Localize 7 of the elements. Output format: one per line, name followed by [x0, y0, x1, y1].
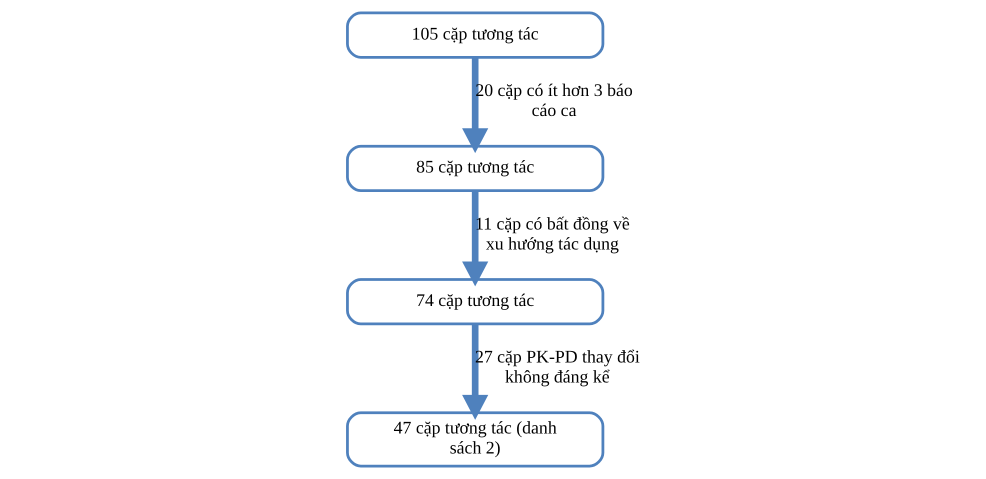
arrow: [462, 58, 488, 154]
arrow: [462, 190, 488, 286]
arrow: [462, 324, 488, 420]
node-box: 74 cặp tương tác: [346, 278, 604, 326]
node-box: 85 cặp tương tác: [346, 144, 604, 192]
node-box: 47 cặp tương tác (danh sách 2): [346, 411, 604, 468]
node-box: 105 cặp tương tác: [346, 12, 604, 59]
